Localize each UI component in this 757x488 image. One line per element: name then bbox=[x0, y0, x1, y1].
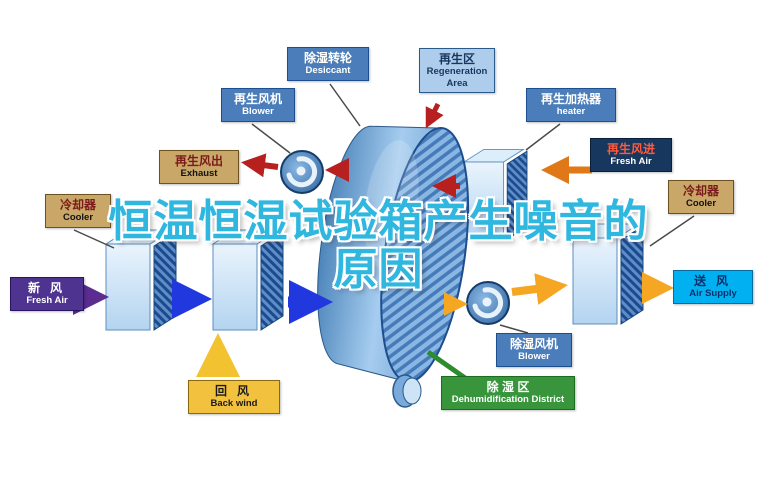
arrow-regen-area-in bbox=[425, 102, 444, 129]
label-back-wind-zh: 回风 bbox=[214, 384, 259, 398]
ahu-middle-graphic bbox=[212, 229, 284, 331]
label-regen-blower-zh: 再生风机 bbox=[233, 92, 282, 106]
label-desiccant-wheel-zh: 除湿转轮 bbox=[303, 51, 352, 65]
airflow-arrows bbox=[73, 102, 674, 377]
label-fresh-air-zh: 新风 bbox=[27, 281, 72, 295]
label-dehumid-blower: 除湿风机 Blower bbox=[496, 333, 572, 367]
label-regeneration-area-zh: 再生区 bbox=[438, 52, 475, 66]
label-desiccant-wheel: 除湿转轮 Desiccant bbox=[287, 47, 369, 81]
label-dehumid-district: 除 湿 区 Dehumidification District bbox=[441, 376, 575, 410]
arrow-regen-exhaust bbox=[241, 153, 279, 178]
label-cooler-left: 冷却器 Cooler bbox=[45, 194, 111, 228]
label-back-wind-en: Back wind bbox=[210, 398, 258, 410]
arrow-dry-air-2 bbox=[511, 273, 568, 305]
dehumid-district-leader bbox=[426, 349, 470, 383]
regen-fan-icon bbox=[280, 150, 324, 194]
label-cooler-left-zh: 冷却器 bbox=[59, 198, 96, 212]
label-regeneration-area-en: Regeneration Area bbox=[426, 66, 488, 89]
ahu-left-graphic bbox=[105, 229, 177, 331]
label-back-wind: 回风 Back wind bbox=[188, 380, 280, 414]
label-cooler-left-en: Cooler bbox=[62, 212, 94, 224]
callout-lines bbox=[73, 83, 695, 334]
label-regen-fresh-air-zh: 再生风进 bbox=[606, 142, 655, 156]
label-dehumid-blower-zh: 除湿风机 bbox=[509, 337, 558, 351]
label-dehumid-blower-en: Blower bbox=[518, 351, 550, 363]
label-exhaust-zh: 再生风出 bbox=[174, 154, 223, 168]
label-cooler-right: 冷却器 Cooler bbox=[668, 180, 734, 214]
label-air-supply-en: Air Supply bbox=[689, 288, 737, 300]
label-regen-fresh-air: 再生风进 Fresh Air bbox=[590, 138, 672, 172]
label-fresh-air: 新风 Fresh Air bbox=[10, 277, 84, 311]
dehumid-fan-icon bbox=[466, 281, 510, 325]
regen-unit-graphic bbox=[463, 148, 528, 240]
label-regen-blower: 再生风机 Blower bbox=[221, 88, 295, 122]
label-regen-heater-zh: 再生加热器 bbox=[540, 92, 601, 106]
desiccant-rotor-graphic bbox=[317, 125, 470, 383]
label-exhaust: 再生风出 Exhaust bbox=[159, 150, 239, 184]
label-regen-blower-en: Blower bbox=[242, 106, 274, 118]
label-air-supply-zh: 送风 bbox=[693, 274, 738, 288]
label-cooler-right-zh: 冷却器 bbox=[682, 184, 719, 198]
label-dehumid-district-en: Dehumidification District bbox=[451, 394, 565, 406]
label-regeneration-area: 再生区 Regeneration Area bbox=[419, 48, 495, 94]
label-regen-heater: 再生加热器 heater bbox=[526, 88, 616, 122]
label-exhaust-en: Exhaust bbox=[180, 168, 218, 180]
label-regen-fresh-air-en: Fresh Air bbox=[610, 156, 652, 168]
label-air-supply: 送风 Air Supply bbox=[673, 270, 753, 304]
label-regen-heater-en: heater bbox=[556, 106, 586, 118]
label-desiccant-wheel-en: Desiccant bbox=[305, 65, 351, 77]
ahu-right-graphic bbox=[572, 223, 644, 325]
label-fresh-air-en: Fresh Air bbox=[26, 295, 68, 307]
rotor-seal-graphic bbox=[392, 374, 422, 408]
label-dehumid-district-zh: 除 湿 区 bbox=[486, 380, 530, 394]
label-cooler-right-en: Cooler bbox=[685, 198, 717, 210]
